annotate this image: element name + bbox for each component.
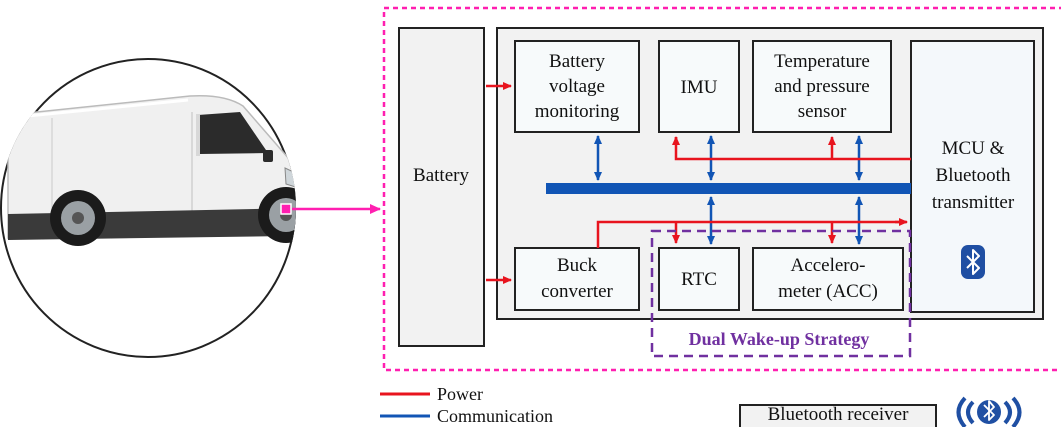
sensor-location-marker — [280, 203, 292, 215]
bvm-line3: monitoring — [535, 101, 620, 122]
bluetooth-receiver-label: Bluetooth receiver — [768, 404, 910, 425]
tps-line3: sensor — [798, 101, 847, 122]
buck-line2: converter — [541, 281, 613, 302]
rtc-label: RTC — [681, 269, 717, 290]
mcu-line3: transmitter — [932, 192, 1015, 213]
rtc-block — [658, 247, 740, 311]
bvm-line2: voltage — [549, 76, 605, 97]
legend-power-label: Power — [437, 384, 483, 404]
battery-label: Battery — [413, 165, 469, 186]
imu-label: IMU — [681, 77, 718, 98]
bluetooth-receiver-block — [739, 404, 937, 427]
dual-wakeup-boundary — [650, 229, 912, 358]
temperature-pressure-sensor-block — [752, 40, 892, 133]
strategy-label-bg — [657, 326, 901, 352]
bluetooth-icon — [961, 245, 985, 279]
bluetooth-signal-icon — [956, 396, 1022, 427]
dual-wakeup-label: Dual Wake-up Strategy — [689, 329, 870, 349]
vehicle-image — [0, 58, 296, 358]
accelerometer-block — [752, 247, 904, 311]
battery-voltage-monitoring-block — [514, 40, 640, 133]
mcu-line1: MCU & — [942, 138, 1005, 159]
mcu-line2: Bluetooth — [936, 165, 1011, 186]
acc-line1: Accelero- — [791, 255, 866, 276]
buck-converter-block — [514, 247, 640, 311]
legend-communication-label: Communication — [437, 406, 553, 426]
buck-line1: Buck — [557, 255, 598, 276]
communication-bus — [546, 183, 911, 194]
imu-block — [658, 40, 740, 133]
bvm-line1: Battery — [549, 51, 605, 72]
acc-line2: meter (ACC) — [778, 281, 878, 302]
tps-line1: Temperature — [774, 51, 870, 72]
battery-block — [398, 27, 485, 347]
buck-power-line — [596, 220, 906, 248]
tps-line2: and pressure — [774, 76, 870, 97]
